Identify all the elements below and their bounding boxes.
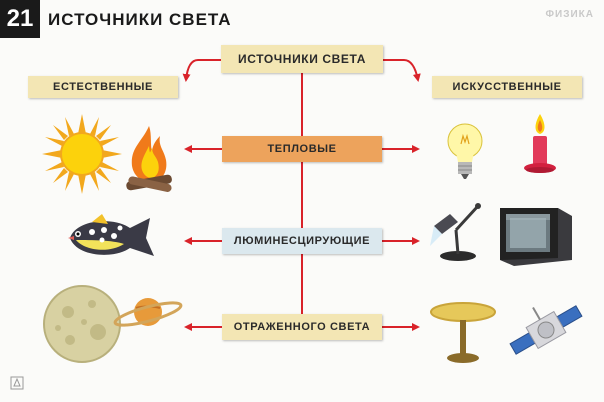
saturn-icon [113,298,183,327]
candle-icon [524,114,556,173]
arrow-to-natural [182,59,221,82]
moon-icon [43,285,121,363]
arrow-to-artificial [383,59,421,82]
light-bulb-icon [447,123,483,179]
subject-label: ФИЗИКА [545,9,594,20]
poster-number: 21 [0,0,40,38]
publisher-logo-icon [10,376,24,390]
table-icon [430,302,496,363]
desk-lamp-icon [430,203,481,261]
poster-title: ИСТОЧНИКИ СВЕТА [48,10,232,29]
satellite-icon [509,305,583,355]
television-icon [500,208,572,266]
artificial-box: ИСКУССТВЕННЫЕ [432,76,582,98]
luminescent-box: ЛЮМИНЕСЦИРУЮЩИЕ [222,228,382,254]
sun-icon [42,114,122,194]
natural-box: ЕСТЕСТВЕННЫЕ [28,76,178,98]
root-box: ИСТОЧНИКИ СВЕТА [221,45,383,73]
fish-icon [68,214,154,256]
thermal-box: ТЕПЛОВЫЕ [222,136,382,162]
campfire-icon [126,126,172,192]
reflected-box: ОТРАЖЕННОГО СВЕТА [222,314,382,340]
